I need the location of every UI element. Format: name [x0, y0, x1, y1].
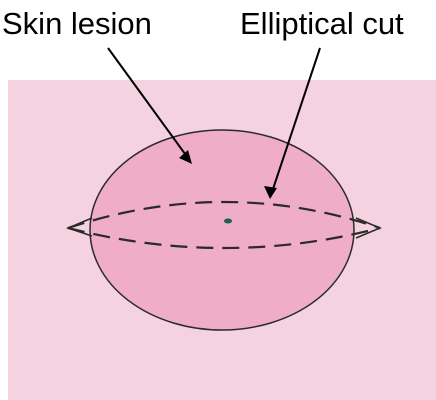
skin-lesion: [90, 130, 354, 330]
center-dot: [224, 219, 232, 224]
